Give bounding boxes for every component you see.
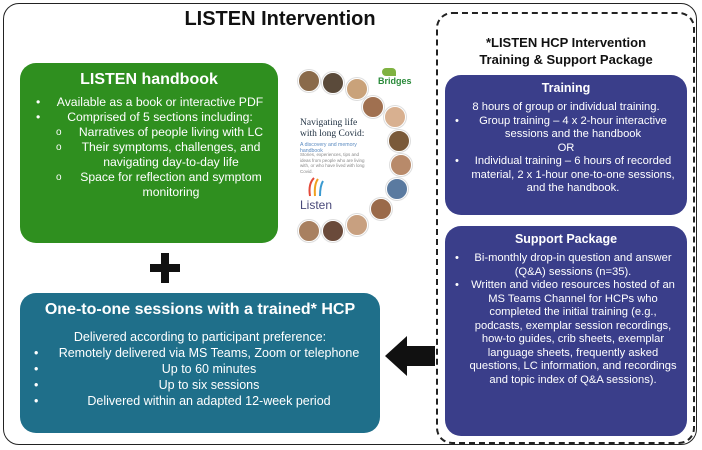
portrait-icon	[390, 154, 412, 176]
one-to-one-bullet: Up to six sessions	[30, 377, 370, 393]
handbook-cover-image: Bridges Navigating life with long Covid:…	[296, 68, 412, 244]
support-box: Support Package Bi-monthly drop-in quest…	[445, 226, 687, 436]
portrait-icon	[384, 106, 406, 128]
portrait-icon	[298, 220, 320, 242]
bridges-logo: Bridges	[378, 76, 412, 86]
portrait-icon	[386, 178, 408, 200]
handbook-subbullet: Narratives of people living with LC	[30, 125, 268, 140]
one-to-one-list: Remotely delivered via MS Teams, Zoom or…	[30, 345, 370, 409]
plus-icon	[150, 253, 180, 283]
support-bullet: Written and video resources hosted of an…	[453, 279, 679, 387]
handbook-list: Available as a book or interactive PDF C…	[30, 95, 268, 200]
training-title: Training	[541, 81, 591, 95]
training-bullet: Group training – 4 x 2-hour interactive …	[453, 115, 679, 142]
training-list: Group training – 4 x 2-hour interactive …	[453, 115, 679, 142]
handbook-bullet: Available as a book or interactive PDF	[30, 95, 268, 110]
cover-title: Navigating life with long Covid:	[300, 118, 365, 139]
handbook-box: LISTEN handbook Available as a book or i…	[20, 63, 278, 243]
one-to-one-lead: Delivered according to participant prefe…	[73, 330, 327, 344]
handbook-subbullet: Their symptoms, challenges, and navigati…	[30, 140, 268, 170]
support-list: Bi-monthly drop-in question and answer (…	[453, 252, 679, 387]
bridges-leaf-icon	[382, 68, 396, 76]
one-to-one-bullet: Delivered within an adapted 12-week peri…	[30, 393, 370, 409]
one-to-one-box: One-to-one sessions with a trained* HCP …	[20, 293, 380, 433]
portrait-icon	[370, 198, 392, 220]
portrait-icon	[322, 220, 344, 242]
handbook-title: LISTEN handbook	[80, 71, 218, 88]
package-title-line: *LISTEN HCP Intervention	[485, 35, 647, 50]
handbook-subbullet: Space for reflection and symptom monitor…	[30, 170, 268, 200]
training-lead: 8 hours of group or individual training.	[472, 101, 660, 113]
training-box: Training 8 hours of group or individual …	[445, 75, 687, 215]
listen-logo-text: Listen	[300, 198, 333, 212]
listen-logo-icon	[308, 177, 324, 197]
portrait-icon	[362, 96, 384, 118]
portrait-icon	[322, 72, 344, 94]
package-dashed-frame	[436, 12, 695, 444]
one-to-one-title: One-to-one sessions with a trained* HCP	[44, 301, 356, 318]
one-to-one-bullet: Up to 60 minutes	[30, 361, 370, 377]
training-list: Individual training – 6 hours of recorde…	[453, 155, 679, 196]
training-or: OR	[557, 141, 575, 154]
one-to-one-bullet: Remotely delivered via MS Teams, Zoom or…	[30, 345, 370, 361]
left-arrow-icon	[385, 336, 435, 376]
portrait-icon	[346, 214, 368, 236]
portrait-icon	[298, 70, 320, 92]
portrait-icon	[388, 130, 410, 152]
handbook-bullet: Comprised of 5 sections including:	[30, 110, 268, 125]
cover-description: Stories, experiences, tips and ideas fro…	[300, 152, 365, 174]
portrait-icon	[346, 78, 368, 100]
main-title: LISTEN Intervention	[184, 8, 376, 30]
package-title-line: Training & Support Package	[479, 52, 653, 67]
cover-subtitle: A discovery and memory handbook	[300, 142, 357, 154]
training-bullet: Individual training – 6 hours of recorde…	[453, 155, 679, 196]
package-title: *LISTEN HCP Intervention Training & Supp…	[440, 34, 692, 68]
support-bullet: Bi-monthly drop-in question and answer (…	[453, 252, 679, 279]
outer-frame	[3, 3, 697, 445]
support-title: Support Package	[514, 232, 618, 246]
